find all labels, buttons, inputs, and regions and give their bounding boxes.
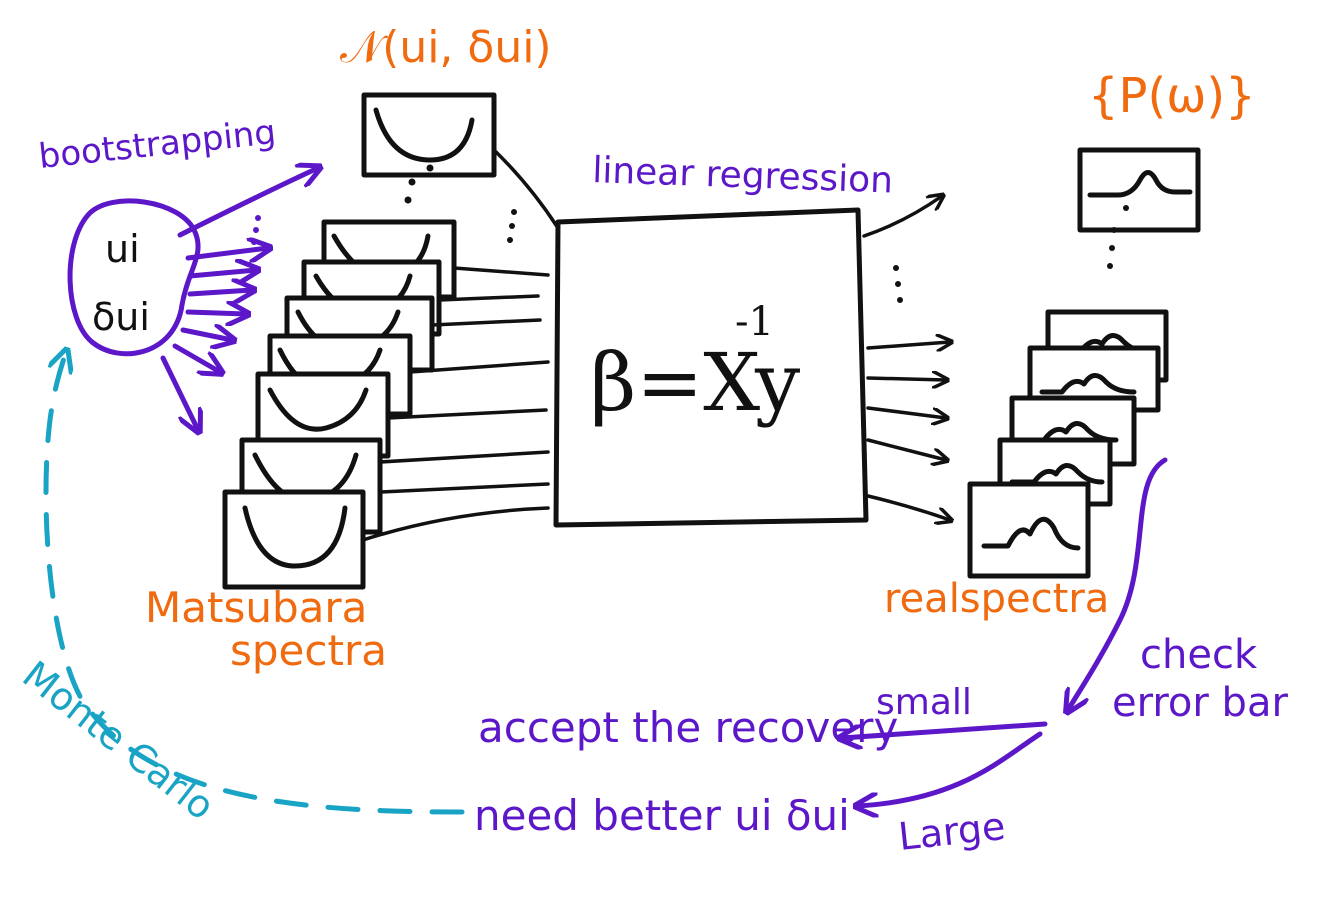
vertical-dots-right bbox=[1107, 205, 1129, 269]
p-omega-label: {P(ω)} bbox=[1088, 68, 1256, 124]
dui-label: δui bbox=[92, 295, 150, 339]
matsubara-panel-top bbox=[361, 92, 497, 178]
monte-carlo-label: Monte Carlo bbox=[14, 652, 222, 828]
bootstrap-arrows bbox=[160, 168, 318, 430]
top-panel-connector bbox=[492, 148, 560, 230]
normal-dist-label: 𝒩(ui, δui) bbox=[340, 22, 552, 73]
large-branch-arrow bbox=[858, 731, 1043, 806]
matsubara-stack bbox=[222, 219, 457, 590]
matsubara-panel-front bbox=[222, 489, 366, 590]
monte-carlo-loop bbox=[43, 352, 465, 815]
linear-regression-label: linear regression bbox=[592, 150, 894, 201]
real-spectra-label: realspectra bbox=[884, 576, 1109, 622]
formula-y: y bbox=[754, 336, 800, 429]
accept-label: accept the recovery bbox=[478, 703, 898, 752]
input-lines bbox=[361, 266, 550, 542]
real-spectra-stack bbox=[967, 309, 1169, 579]
formula-exponent: -1 bbox=[735, 299, 774, 345]
need-label: need better ui δui bbox=[474, 791, 850, 840]
large-label: Large bbox=[896, 804, 1007, 859]
ui-label: ui bbox=[105, 227, 140, 271]
matsubara-label-line1: Matsubara bbox=[145, 583, 367, 632]
check-arrow bbox=[1068, 457, 1168, 710]
small-label: small bbox=[876, 682, 972, 723]
check-label-line1: check bbox=[1140, 632, 1258, 678]
real-panel-front bbox=[967, 481, 1091, 579]
parameter-circle bbox=[67, 198, 201, 357]
check-label-line2: error bar bbox=[1112, 680, 1288, 726]
vertical-dots-top-left bbox=[404, 164, 434, 204]
formula-main: β=X bbox=[590, 336, 760, 429]
bootstrapping-label: bootstrapping bbox=[37, 112, 278, 177]
regression-box bbox=[553, 207, 869, 528]
small-branch-arrow bbox=[842, 721, 1048, 738]
real-panel-top bbox=[1077, 147, 1201, 233]
vertical-dots-mid bbox=[507, 209, 517, 243]
output-arrows bbox=[862, 196, 950, 520]
matsubara-label-line2: spectra bbox=[230, 626, 387, 675]
